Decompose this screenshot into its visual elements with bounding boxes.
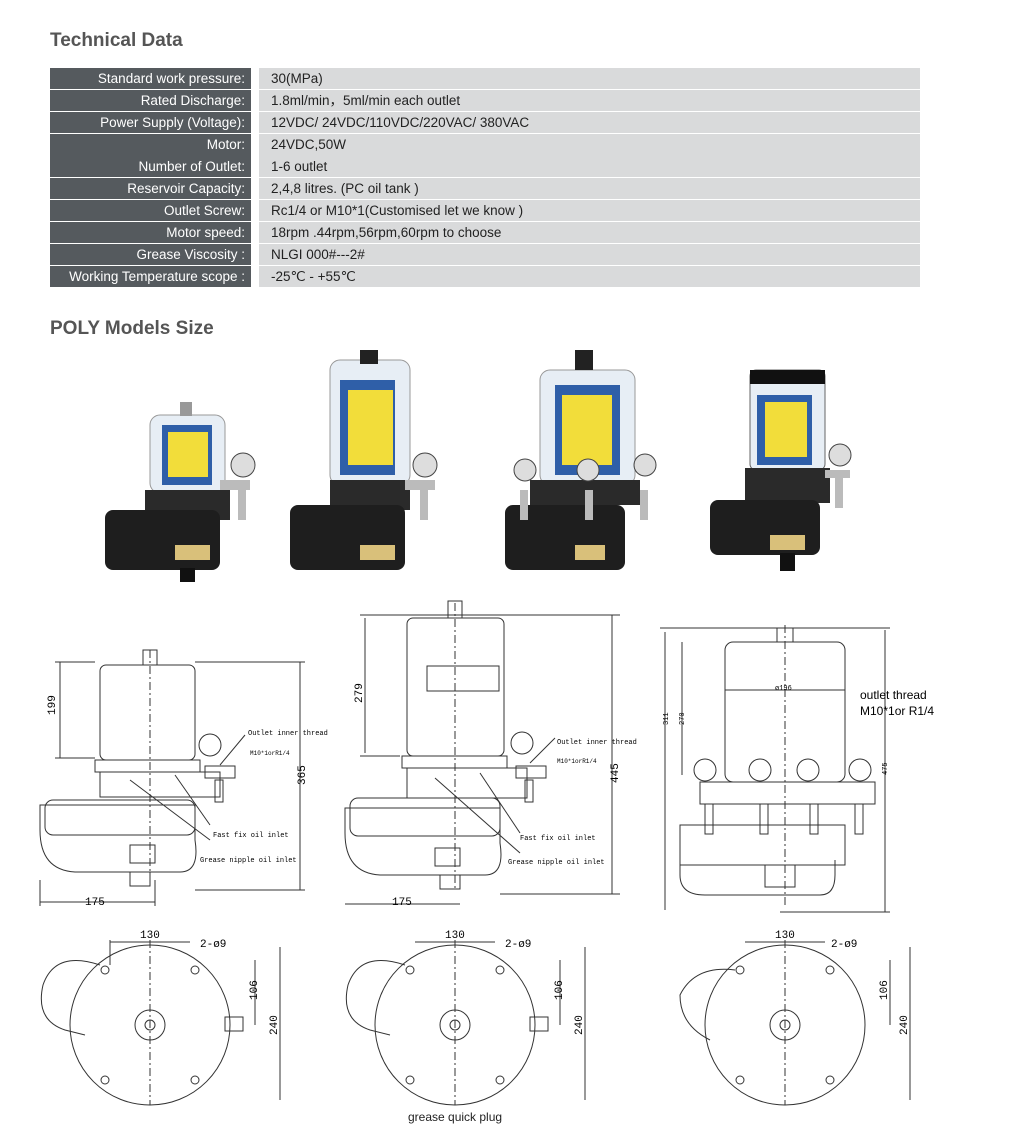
pump-photo-1 [105, 402, 256, 582]
plan-view-2 [345, 940, 586, 1106]
dim-106: 106 [554, 980, 566, 1000]
fast-fix-label: Fast fix oil inlet [213, 832, 289, 840]
drawing-3-elevation: 311 270 ø196 475 outlet thread M10*1or R… [660, 625, 934, 913]
dim-475: 475 [882, 762, 890, 775]
dim-175: 175 [392, 897, 412, 909]
spec-value: 1.8ml/min，5ml/min each outlet [259, 90, 920, 112]
outlet-spec-label: M10*1orR1/4 [250, 750, 290, 757]
spec-value: Rc1/4 or M10*1(Customised let we know ) [259, 200, 920, 222]
spec-row: Standard work pressure: 30(MPa) [50, 68, 920, 90]
plan-view-1 [40, 940, 281, 1106]
grease-nipple-label: Grease nipple oil inlet [200, 857, 297, 865]
dim-106: 106 [249, 980, 261, 1000]
spec-row: Outlet Screw: Rc1/4 or M10*1(Customised … [50, 200, 920, 222]
grease-nipple-label: Grease nipple oil inlet [508, 859, 605, 867]
pump-photo-3 [505, 350, 657, 570]
spec-row: Reservoir Capacity: 2,4,8 litres. (PC oil… [50, 178, 920, 200]
spec-row: Power Supply (Voltage): 12VDC/ 24VDC/110V… [50, 112, 920, 134]
spec-value: 1-6 outlet [271, 159, 328, 174]
spec-separator [251, 68, 259, 90]
holes-label: 2-ø9 [831, 939, 857, 951]
spec-separator [251, 112, 259, 134]
drawing-1-elevation: 199 365 175 Outlet inner thread M10*1orR… [39, 649, 328, 909]
spec-key: Reservoir Capacity: [50, 178, 251, 200]
dim-130: 130 [445, 930, 465, 942]
spec-value: 24VDC,50W 1-6 outlet [259, 134, 920, 178]
dim-240: 240 [269, 1015, 281, 1035]
outlet-inner-thread-label: Outlet inner thread [248, 730, 328, 738]
spec-row: Grease Viscosity : NLGI 000#---2# [50, 244, 920, 266]
spec-separator [251, 90, 259, 112]
dim-279: 279 [354, 683, 366, 703]
grease-quick-plug-caption: grease quick plug [408, 1110, 503, 1124]
spec-key: Grease Viscosity : [50, 244, 251, 266]
dim-445: 445 [610, 763, 622, 783]
spec-row: Working Temperature scope : -25℃ - +55℃ [50, 266, 920, 288]
spec-value: 30(MPa) [259, 68, 920, 90]
outlet-inner-thread-label: Outlet inner thread [557, 739, 637, 747]
spec-separator [251, 222, 259, 244]
dim-240: 240 [899, 1015, 911, 1035]
plan-view-3 [679, 940, 911, 1106]
poly-models-heading: POLY Models Size [50, 318, 214, 339]
dim-365: 365 [297, 765, 309, 785]
outlet-thread-label: outlet thread [860, 688, 927, 702]
dim-106: 106 [879, 980, 891, 1000]
pump-photo-4 [710, 369, 852, 571]
spec-value: NLGI 000#---2# [259, 244, 920, 266]
spec-value: 12VDC/ 24VDC/110VDC/220VAC/ 380VAC [259, 112, 920, 134]
fast-fix-label: Fast fix oil inlet [520, 835, 596, 843]
holes-label: 2-ø9 [200, 939, 226, 951]
plan-views: 130 2-ø9 106 240 130 2-ø9 106 240 130 2-… [40, 930, 911, 1106]
holes-label: 2-ø9 [505, 939, 531, 951]
dim-311: 311 [663, 712, 671, 725]
spec-key: Standard work pressure: [50, 68, 251, 90]
spec-separator [251, 134, 259, 178]
spec-separator [251, 178, 259, 200]
product-photos [105, 350, 852, 582]
spec-separator [251, 200, 259, 222]
dim-130: 130 [775, 930, 795, 942]
spec-key: Motor speed: [50, 222, 251, 244]
spec-key: Motor: [206, 137, 245, 152]
spec-value: 18rpm .44rpm,56rpm,60rpm to choose [259, 222, 920, 244]
spec-key: Outlet Screw: [50, 200, 251, 222]
pump-photo-2 [290, 350, 438, 570]
technical-data-heading: Technical Data [50, 30, 183, 51]
dim-199: 199 [47, 695, 59, 715]
spec-key: Power Supply (Voltage): [50, 112, 251, 134]
outlet-thread-spec: M10*1or R1/4 [860, 704, 934, 718]
spec-value: -25℃ - +55℃ [259, 266, 920, 288]
dim-175: 175 [85, 897, 105, 909]
spec-value: 2,4,8 litres. (PC oil tank ) [259, 178, 920, 200]
dim-130: 130 [140, 930, 160, 942]
spec-value: 24VDC,50W [271, 137, 347, 152]
spec-key: Working Temperature scope : [50, 266, 251, 288]
spec-key: Number of Outlet: [138, 159, 245, 174]
spec-separator [251, 266, 259, 288]
spec-row: Motor: Number of Outlet: 24VDC,50W 1-6 outl… [50, 134, 920, 178]
spec-row: Rated Discharge: 1.8ml/min，5ml/min each o… [50, 90, 920, 112]
spec-key: Motor: Number of Outlet: [50, 134, 251, 178]
dim-196: ø196 [775, 685, 792, 693]
dim-240: 240 [574, 1015, 586, 1035]
drawing-2-elevation: 279 445 175 Outlet inner thread M10*1orR… [344, 600, 637, 909]
outlet-spec-label: M10*1orR1/4 [557, 758, 597, 765]
spec-table: Standard work pressure:30(MPa)Rated Disc… [50, 68, 920, 288]
spec-key: Rated Discharge: [50, 90, 251, 112]
spec-separator [251, 244, 259, 266]
spec-row: Motor speed: 18rpm .44rpm,56rpm,60rpm to … [50, 222, 920, 244]
dim-270: 270 [679, 712, 687, 725]
